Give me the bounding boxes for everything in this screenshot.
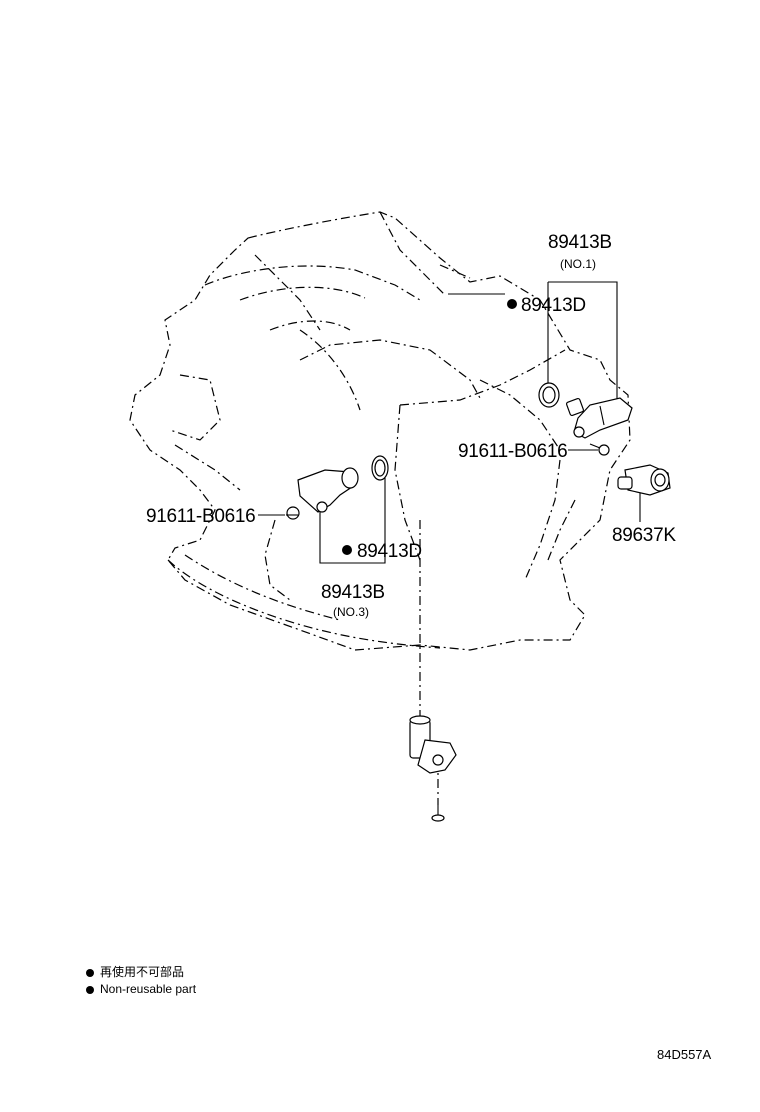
non-reusable-dot-top	[507, 299, 517, 309]
part-label-89413d-top: 89413D	[521, 295, 586, 316]
bolt-left	[286, 506, 300, 520]
transmission-housing-outline	[129, 211, 631, 651]
part-label-91611-left: 91611-B0616	[146, 506, 255, 527]
legend-dot-icon	[86, 985, 94, 994]
o-ring-upper-inner	[542, 386, 556, 404]
speed-sensor-no1	[565, 397, 633, 439]
o-ring-middle-inner	[374, 459, 386, 477]
lower-bolt	[431, 805, 445, 822]
part-label-89413d-mid: 89413D	[357, 541, 422, 562]
speed-sensor-no3	[297, 467, 359, 513]
part-label-89637k: 89637K	[612, 525, 676, 546]
bolt-right	[589, 443, 610, 456]
leader-lines	[258, 281, 641, 564]
legend-en-text: Non-reusable part	[100, 982, 197, 996]
part-label-89413b-no3: 89413B	[321, 582, 385, 603]
part-label-89413b-no1-sub: (NO.1)	[560, 257, 596, 271]
legend-jp-text: 再使用不可部品	[100, 965, 185, 979]
lower-sensor	[409, 715, 457, 774]
part-label-91611-right: 91611-B0616	[458, 441, 567, 462]
figure-reference: 84D557A	[657, 1047, 712, 1062]
sensor-89637k	[617, 464, 671, 496]
part-label-89413b-no1: 89413B	[548, 232, 612, 253]
non-reusable-dot-mid	[342, 545, 352, 555]
legend-dot-icon	[86, 968, 94, 977]
part-label-89413b-no3-sub: (NO.3)	[333, 605, 369, 619]
legend-row-jp: 再使用不可部品	[86, 964, 196, 981]
legend-row-en: Non-reusable part	[86, 981, 196, 998]
legend: 再使用不可部品 Non-reusable part	[86, 964, 196, 998]
